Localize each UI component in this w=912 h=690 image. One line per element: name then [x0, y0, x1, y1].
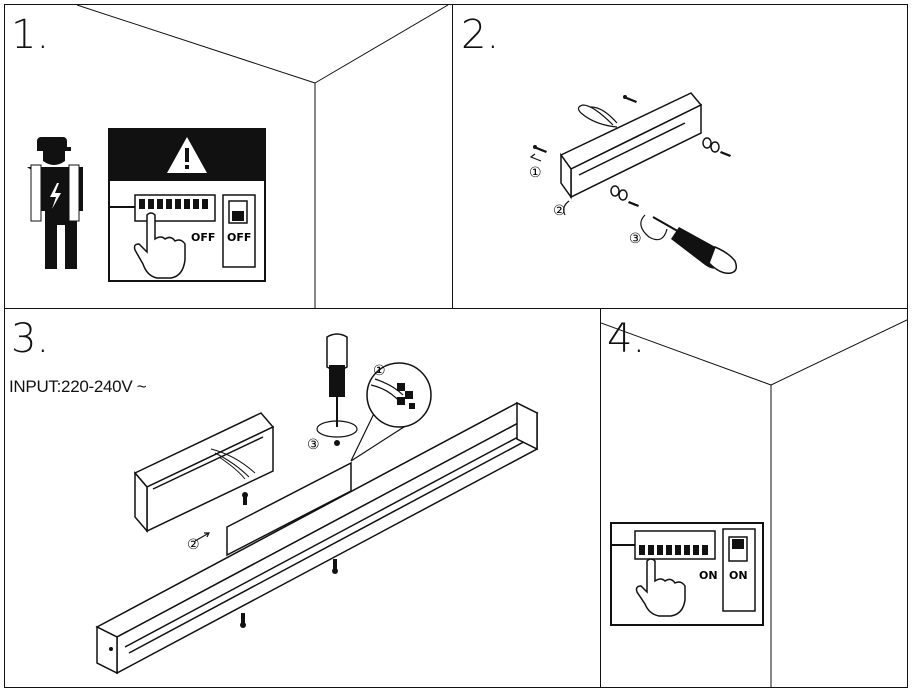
screwdriver-icon	[326, 333, 348, 427]
callout-2: ②	[553, 203, 566, 219]
room-corner	[601, 319, 907, 687]
step-4-illustration: ON ON	[601, 319, 907, 687]
breaker-panel-on: ON ON	[610, 522, 764, 626]
room-corner	[76, 5, 449, 309]
breaker-off-label: OFF	[191, 231, 215, 244]
breaker-panel-off: OFF OFF	[108, 128, 266, 282]
terminal-detail-bubble	[350, 362, 432, 462]
mounting-bracket	[133, 412, 275, 534]
callout-1: ①	[373, 363, 386, 379]
callout-3: ③	[307, 437, 320, 453]
step-2-illustration: ① ② ③	[529, 92, 738, 275]
step-number: 1.	[11, 12, 50, 58]
step-number: 2.	[461, 12, 500, 58]
screws	[240, 440, 340, 628]
hand-icon	[133, 212, 186, 279]
screwdriver-icon	[652, 216, 738, 275]
callout-2: ②	[187, 537, 200, 553]
step-3-panel: ① ② ③ 3. INPUT:220-240V ~	[4, 308, 602, 688]
arrows	[529, 153, 668, 241]
light-bar	[95, 401, 539, 675]
step-1-panel: OFF OFF 1.	[4, 4, 454, 310]
screws	[533, 95, 731, 207]
electrician-icon	[27, 137, 83, 269]
switch-off-label: OFF	[227, 231, 251, 244]
breaker-on-label: ON	[699, 569, 718, 582]
callout-3: ③	[629, 231, 642, 247]
step-number: 4.	[607, 316, 646, 362]
step-3-illustration: ① ② ③	[95, 333, 539, 675]
input-voltage-label: INPUT:220-240V ~	[9, 377, 147, 396]
switch-on-label: ON	[729, 569, 748, 582]
hand-icon	[635, 558, 686, 617]
mounting-bracket	[559, 92, 703, 200]
callout-1: ①	[529, 165, 542, 181]
step-4-panel: ON ON 4.	[600, 308, 908, 688]
wires	[577, 104, 618, 128]
step-1-illustration: OFF OFF	[27, 5, 449, 309]
step-2-panel: ① ② ③ 2.	[452, 4, 908, 310]
washers	[610, 137, 720, 201]
step-number: 3.	[11, 316, 50, 362]
wires	[210, 448, 256, 480]
